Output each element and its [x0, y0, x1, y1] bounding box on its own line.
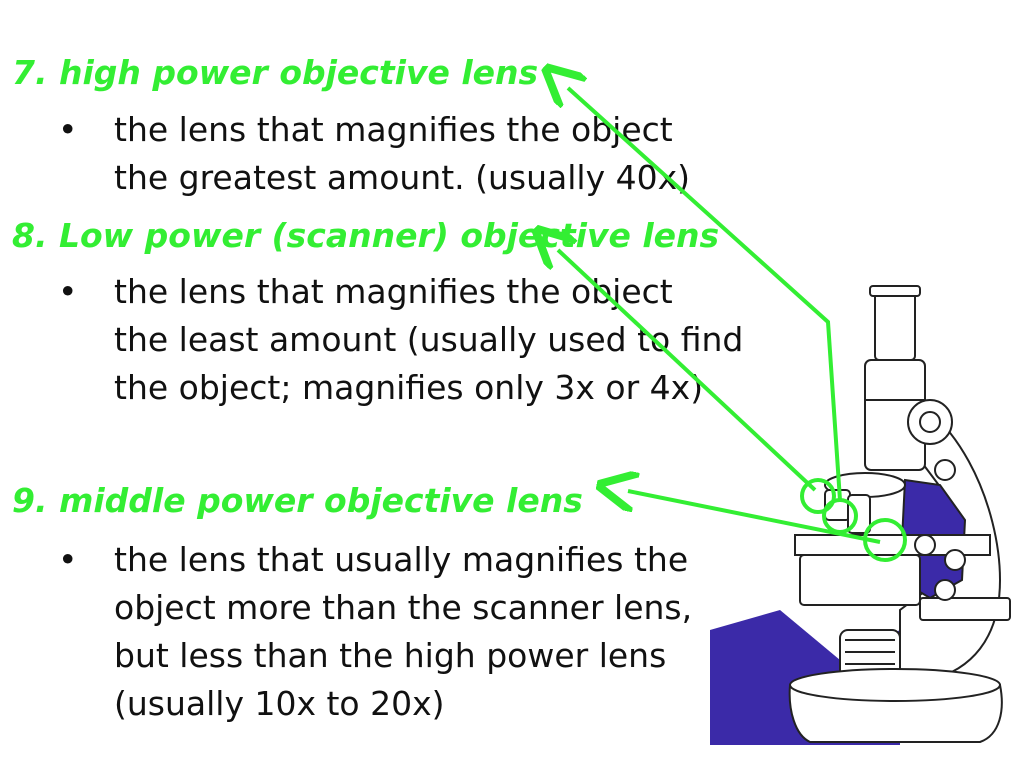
heading-low-power: 8. Low power (scanner) objective lens: [12, 216, 720, 255]
text-line: the lens that usually magnifies the: [114, 540, 689, 579]
arrow-high-power: [568, 88, 842, 501]
bullet-dot: •: [58, 272, 78, 311]
text-line: the object; magnifies only 3x or 4x): [114, 368, 704, 407]
arrow-low-power: [558, 250, 817, 492]
text-line: the lens that magnifies the object: [114, 272, 673, 311]
marker-circle: [800, 478, 836, 514]
marker-circle: [863, 518, 907, 562]
text-line: the lens that magnifies the object: [114, 110, 673, 149]
text-line: object more than the scanner lens,: [114, 588, 693, 627]
text-line: but less than the high power lens: [114, 636, 667, 675]
bullet-dot: •: [58, 110, 78, 149]
text-line: the greatest amount. (usually 40x): [114, 158, 691, 197]
heading-middle-power: 9. middle power objective lens: [12, 481, 583, 520]
bullet-dot: •: [58, 540, 78, 579]
text-line: (usually 10x to 20x): [114, 684, 445, 723]
marker-circle: [822, 498, 858, 534]
heading-high-power: 7. high power objective lens: [12, 53, 539, 92]
microscope-illustration: [710, 285, 1011, 745]
